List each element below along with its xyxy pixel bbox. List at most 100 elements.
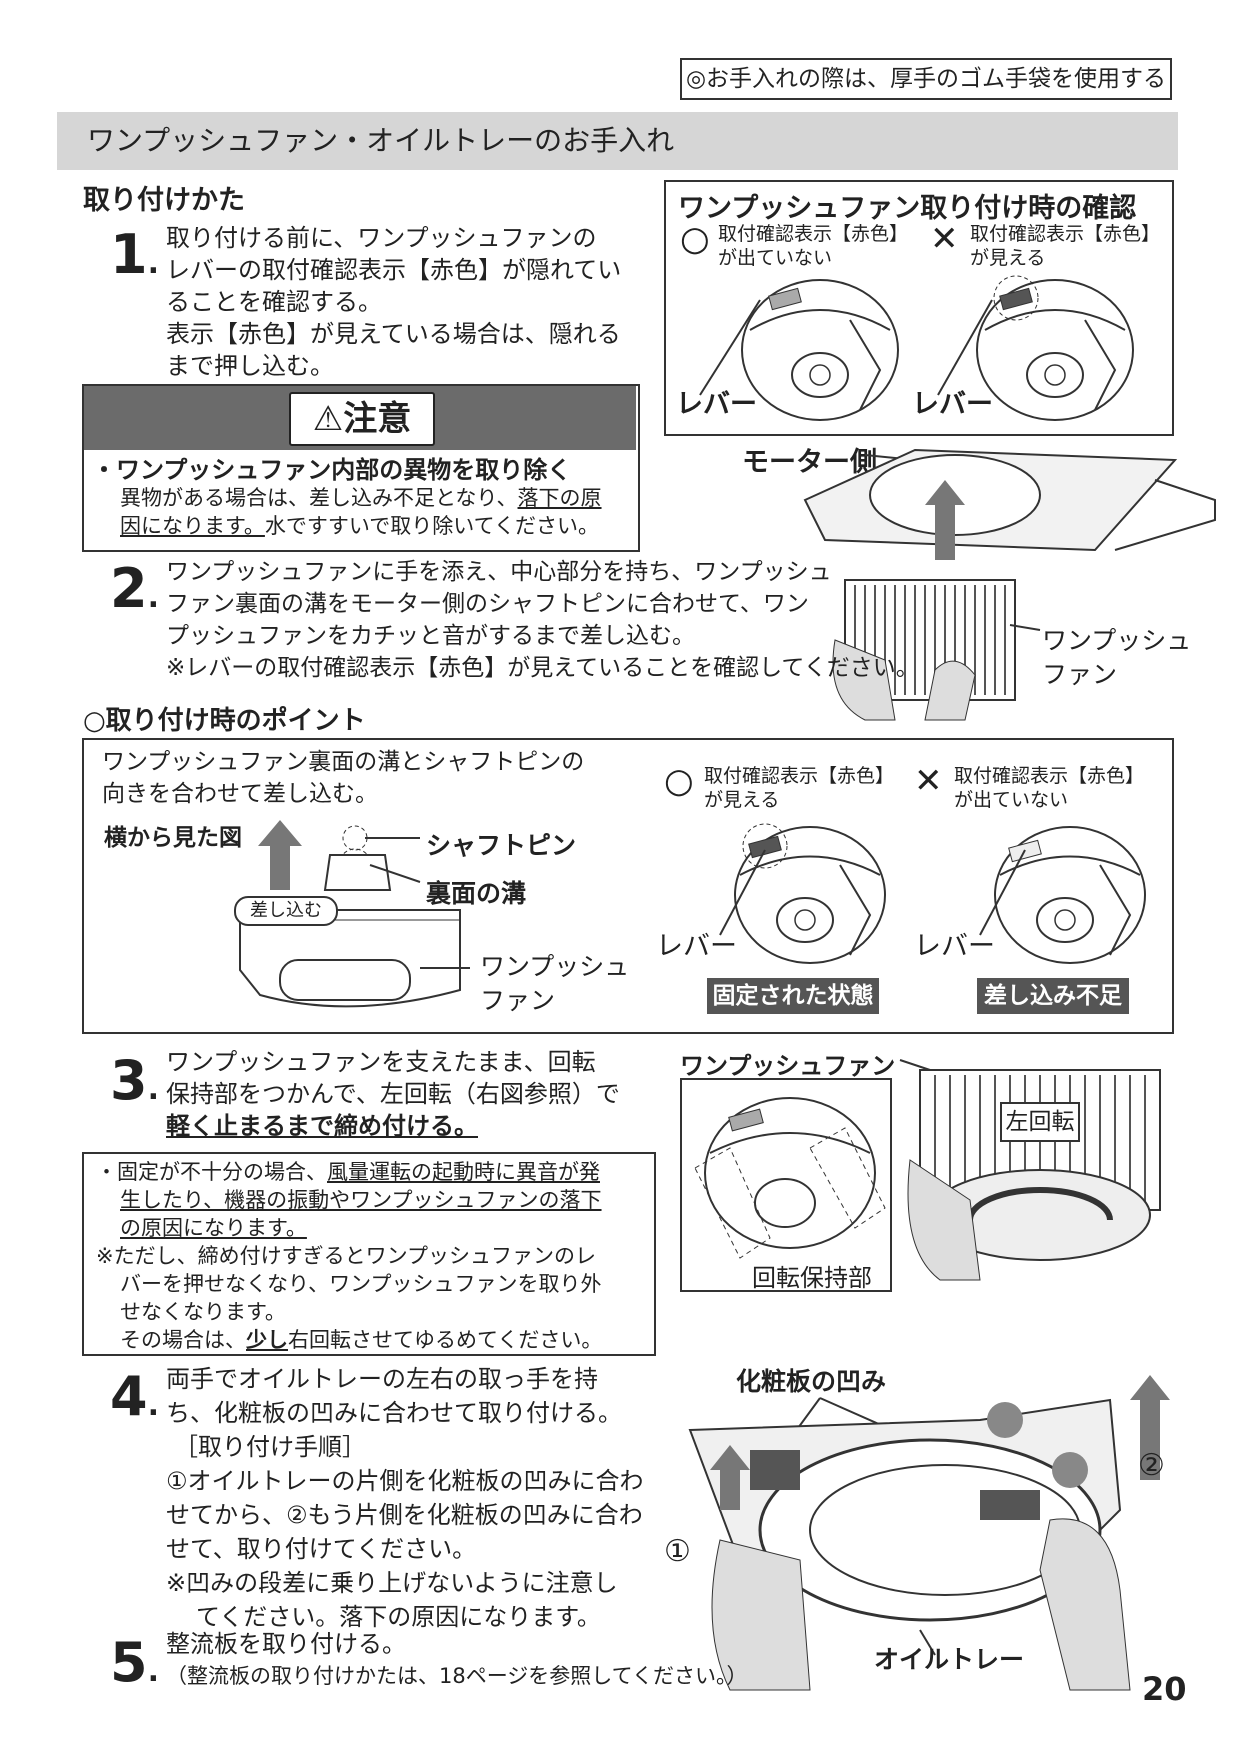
rotation-holder-illustration	[694, 1097, 886, 1259]
step2-note: ※レバーの取付確認表示【赤色】が見えていることを確認してください。	[166, 655, 919, 681]
ok-mark-icon: ○	[664, 761, 694, 801]
left-rotation-illustration	[899, 1059, 1161, 1281]
step4-line: 両手でオイルトレーの左右の取っ手を持	[166, 1365, 598, 1393]
step3-note-underlined: 生したり、機器の振動やワンプッシュファンの落下	[120, 1188, 602, 1212]
step3-note-emphasis: 少し	[246, 1328, 288, 1352]
step3-note-line: バーを押せなくなり、ワンプッシュファンを取り外	[120, 1272, 602, 1296]
caution-text-part: 異物がある場合は、差し込み不足となり、	[120, 486, 518, 510]
step-marker-1: ①	[664, 1534, 691, 1569]
fan-illustration-ok	[741, 279, 899, 421]
step3-note-part: ・固定が不十分の場合、	[96, 1160, 327, 1184]
step3-fan-label: ワンプッシュファン	[680, 1052, 896, 1080]
shaft-pin-label: シャフトピン	[426, 831, 577, 860]
points-ng-line: が出ていない	[954, 789, 1069, 811]
step4-number: 4.	[110, 1365, 159, 1428]
step1-line: 取り付ける前に、ワンプッシュファンの	[166, 224, 597, 252]
step4-line: ※凹みの段差に乗り上げないように注意し	[166, 1569, 618, 1597]
points-ok-line: が見える	[704, 789, 780, 811]
step1-line: 表示【赤色】が見えている場合は、隠れる	[166, 320, 621, 348]
ng-mark-icon: ✕	[930, 219, 959, 259]
groove-label: 裏面の溝	[426, 879, 527, 908]
motor-side-label: モーター側	[742, 447, 877, 478]
side-view-illustration	[239, 820, 470, 1008]
fan-illustration-fixed	[734, 823, 886, 964]
step4-line: てください。落下の原因になります。	[196, 1603, 601, 1631]
step3-note-underlined: 風量運転の起動時に異音が発	[327, 1160, 600, 1184]
fan-label-line: ワンプッシュ	[480, 952, 630, 981]
step4-line: ち、化粧板の凹みに合わせて取り付ける。	[166, 1399, 622, 1427]
caution-text-part: 水ですすいで取り除いてください。	[264, 514, 600, 538]
state-fixed-tag: 固定された状態	[707, 978, 879, 1014]
step2-line: ファン裏面の溝をモーター側のシャフトピンに合わせて、ワン	[166, 591, 809, 617]
points-intro-line: ワンプッシュファン裏面の溝とシャフトピンの	[102, 749, 585, 775]
fan-illustration-ng	[976, 275, 1134, 421]
step2-line: プッシュファンをカチッと音がするまで差し込む。	[166, 623, 695, 649]
side-view-label: 横から見た図	[104, 825, 242, 851]
step3-detail-box	[680, 1078, 892, 1292]
ok-mark-icon: ○	[680, 219, 710, 259]
step3-note-box	[82, 1152, 656, 1356]
step5-line: 整流板を取り付ける。	[166, 1630, 406, 1658]
step4-line: せて、取り付けてください。	[166, 1535, 477, 1563]
confirm-leader-lines	[699, 299, 993, 396]
step3-note-line: せなくなります。	[120, 1300, 286, 1324]
confirm-ok-text: 取付確認表示【赤色】が出ていない	[718, 222, 908, 270]
step1-line: ることを確認する。	[166, 288, 382, 316]
fan-illustration-loose	[994, 826, 1146, 964]
step3-number: 3.	[110, 1049, 159, 1112]
points-intro-line: 向きを合わせて差し込む。	[102, 781, 378, 807]
section-title: ワンプッシュファン・オイルトレーのお手入れ	[57, 112, 1178, 170]
step3-text: ワンプッシュファンを支えたまま、回転 保持部をつかんで、左回転（右図参照）で 軽…	[166, 1046, 620, 1142]
points-ng-line: 取付確認表示【赤色】	[954, 765, 1145, 787]
points-ok-line: 取付確認表示【赤色】	[704, 765, 895, 787]
step1-line: レバーの取付確認表示【赤色】が隠れてい	[166, 256, 622, 284]
step3-note-part: その場合は、	[120, 1328, 246, 1352]
step3-line: 保持部をつかんで、左回転（右図参照）で	[166, 1080, 620, 1108]
step2-text: ワンプッシュファンに手を添え、中心部分を持ち、ワンプッシュ ファン裏面の溝をモー…	[166, 556, 919, 684]
points-fan-label: ワンプッシュファン	[480, 950, 629, 1018]
oil-tray-label: オイルトレー	[874, 1645, 1025, 1674]
rotation-holder-label: 回転保持部	[752, 1264, 872, 1292]
caution-title: ・ワンプッシュファン内部の異物を取り除く	[92, 456, 572, 484]
left-rotation-tag: 左回転	[1000, 1102, 1080, 1142]
confirm-ng-text: 取付確認表示【赤色】が見える	[970, 222, 1160, 270]
step3-note-underlined: の原因になります。	[120, 1216, 307, 1240]
step2-line: ワンプッシュファンに手を添え、中心部分を持ち、ワンプッシュ	[166, 559, 832, 585]
points-ok-text: 取付確認表示【赤色】が見える	[704, 764, 894, 812]
fan-label: ワンプッシュファン	[1042, 624, 1191, 692]
points-heading: ○取り付け時のポイント	[83, 706, 366, 736]
oil-tray-illustration	[688, 1375, 1170, 1691]
lever-label: レバー	[676, 389, 757, 420]
step4-line: ［取り付け手順］	[174, 1433, 366, 1461]
ng-mark-icon: ✕	[914, 761, 943, 801]
step4-line: せてから、②もう片側を化粧板の凹みに合わ	[166, 1501, 643, 1529]
step5-text: 整流板を取り付ける。 （整流板の取り付けかたは、18ページを参照してください。）	[166, 1628, 748, 1692]
confirm-box	[664, 180, 1174, 436]
points-leader-lines	[719, 849, 1026, 936]
confirm-ok-line: が出ていない	[718, 247, 833, 269]
dent-label: 化粧板の凹み	[736, 1367, 887, 1396]
step5-number: 5.	[110, 1631, 159, 1694]
insert-tag: 差し込む	[234, 896, 338, 926]
lever-label: レバー	[914, 931, 995, 962]
install-heading: 取り付けかた	[83, 185, 245, 216]
confirm-title: ワンプッシュファン取り付け時の確認	[678, 193, 1137, 224]
step1-text: 取り付ける前に、ワンプッシュファンの レバーの取付確認表示【赤色】が隠れてい る…	[166, 222, 621, 382]
lever-label: レバー	[656, 931, 737, 962]
confirm-ok-line: 取付確認表示【赤色】	[718, 223, 909, 245]
step4-line: ①オイルトレーの片側を化粧板の凹みに合わ	[166, 1467, 644, 1495]
motor-fan-illustration	[803, 448, 1216, 721]
confirm-ng-line: が見える	[970, 247, 1046, 269]
step1-line: まで押し込む。	[166, 352, 334, 380]
confirm-ng-line: 取付確認表示【赤色】	[970, 223, 1161, 245]
caution-badge: ⚠注意	[289, 392, 435, 446]
page-number: 20	[1142, 1670, 1187, 1708]
fan-label-line: ファン	[1042, 660, 1118, 689]
state-loose-tag: 差し込み不足	[977, 978, 1129, 1014]
caution-box	[82, 384, 640, 552]
step4-text: 両手でオイルトレーの左右の取っ手を持 ち、化粧板の凹みに合わせて取り付ける。 ［…	[166, 1362, 644, 1634]
header-note: ◎お手入れの際は、厚手のゴム手袋を使用する	[680, 58, 1172, 100]
caution-text: 異物がある場合は、差し込み不足となり、落下の原 因になります。水ですすいで取り除…	[120, 484, 602, 540]
step2-number: 2.	[110, 557, 159, 620]
step5-note: （整流板の取り付けかたは、18ページを参照してください。）	[166, 1664, 748, 1688]
